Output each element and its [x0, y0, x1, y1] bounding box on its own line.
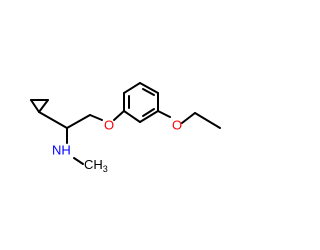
- bond-ring-to-alpha-carbon: [38, 111, 68, 129]
- amine-nitrogen-label: NH: [52, 142, 71, 157]
- bond-ether-oxygen-to-ring: [113, 110, 125, 121]
- ring-bond-c5-c6: [139, 110, 159, 123]
- ring-inner-double-bond-3: [142, 108, 155, 117]
- bond-methylene-to-ether-oxygen: [89, 114, 103, 121]
- ring-bond-left: [30, 99, 40, 113]
- chemical-structure-diagram: O O NH CH3: [30, 82, 221, 174]
- ring-bond-c3-c4: [139, 82, 159, 94]
- bond-alpha-carbon-to-methylene: [66, 114, 91, 129]
- ether-oxygen-label: O: [104, 117, 114, 132]
- bond-ethoxy-oxygen-to-ch2: [181, 112, 196, 124]
- cyclopropyl-ring: [30, 99, 49, 113]
- backbone-bonds: [38, 111, 103, 165]
- ring-bond-c6-c1: [123, 110, 141, 123]
- ring-bond-c2-c3: [123, 82, 141, 94]
- ethoxy-oxygen-label: O: [172, 117, 182, 132]
- ethoxy-group: [157, 110, 221, 129]
- n-methyl-label: CH3: [84, 157, 108, 174]
- bond-nitrogen-to-methyl: [73, 157, 84, 165]
- bond-ethyl-ch2-to-ch3: [194, 112, 221, 129]
- bond-ring-to-ethoxy-oxygen: [157, 110, 171, 118]
- n-methyl-subscript: 3: [103, 164, 108, 174]
- ring-inner-double-bond-2: [142, 88, 155, 96]
- benzene-ring: [123, 82, 159, 123]
- n-methyl-text: CH: [84, 157, 103, 172]
- ring-bond-right: [38, 99, 49, 113]
